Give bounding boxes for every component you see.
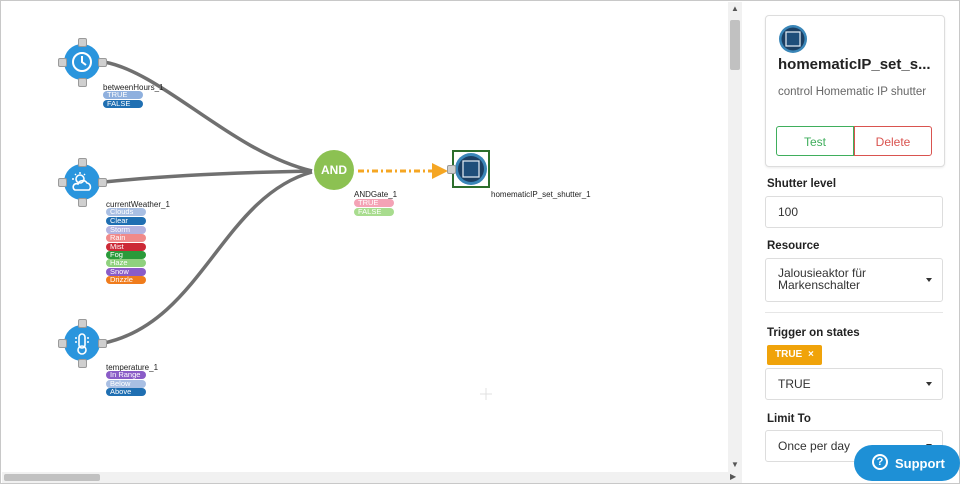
resource-label: Resource xyxy=(767,240,820,252)
delete-button[interactable]: Delete xyxy=(854,126,932,156)
port-right[interactable] xyxy=(98,58,107,67)
state-pill: Clouds xyxy=(106,208,146,216)
homematic-logo-icon xyxy=(779,25,807,53)
resource-select[interactable]: Jalousieaktor für Markenschalter xyxy=(765,258,943,302)
limit-to-value: Once per day xyxy=(778,439,851,453)
scroll-right-icon[interactable]: ▶ xyxy=(730,472,737,481)
temperature-node[interactable] xyxy=(64,325,100,361)
port-bottom[interactable] xyxy=(78,359,87,368)
block-title: homematicIP_set_s... xyxy=(778,56,931,73)
resource-value: Jalousieaktor für Markenschalter xyxy=(778,266,867,292)
connection-wires xyxy=(103,60,448,345)
shutter-node[interactable] xyxy=(452,150,490,188)
support-button[interactable]: ? Support xyxy=(854,445,960,481)
port-left[interactable] xyxy=(447,165,456,174)
port-left[interactable] xyxy=(58,58,67,67)
state-pill: Above xyxy=(106,388,146,396)
scroll-thumb[interactable] xyxy=(730,20,740,70)
wire-between-hours[interactable] xyxy=(103,60,313,173)
properties-panel: homematicIP_set_s... control Homematic I… xyxy=(743,2,958,483)
port-top[interactable] xyxy=(78,158,87,167)
port-right[interactable] xyxy=(98,178,107,187)
current-weather-node[interactable] xyxy=(64,164,100,200)
and-gate-node[interactable]: AND xyxy=(314,150,354,190)
state-pill: Storm xyxy=(106,226,146,234)
state-pill: Haze xyxy=(106,259,146,267)
state-pill: TRUE xyxy=(354,199,394,207)
port-top[interactable] xyxy=(78,319,87,328)
state-pill: In Range xyxy=(106,371,146,379)
shutter-level-value: 100 xyxy=(778,205,799,219)
state-pill: FALSE xyxy=(103,100,143,108)
between-hours-label: betweenHours_1 xyxy=(103,83,164,92)
help-icon: ? xyxy=(872,454,888,470)
current-weather-label: currentWeather_1 xyxy=(106,200,170,209)
block-description: control Homematic IP shutter xyxy=(778,86,927,98)
state-pill: Mist xyxy=(106,243,146,251)
shutter-level-label: Shutter level xyxy=(767,178,837,190)
trigger-value: TRUE xyxy=(778,377,811,391)
between-hours-node[interactable] xyxy=(64,44,100,80)
chevron-down-icon xyxy=(926,382,932,386)
chip-remove-icon[interactable]: × xyxy=(808,349,814,360)
limit-to-label: Limit To xyxy=(767,413,811,425)
port-left[interactable] xyxy=(58,178,67,187)
and-gate-symbol: AND xyxy=(321,163,347,177)
temperature-label: temperature_1 xyxy=(106,363,159,372)
shutter-level-input[interactable]: 100 xyxy=(765,196,943,228)
state-pill: Clear xyxy=(106,217,146,225)
support-label: Support xyxy=(895,456,945,471)
scroll-thumb[interactable] xyxy=(4,474,100,481)
shutter-label: homematicIP_set_shutter_1 xyxy=(491,190,591,199)
state-pill: Snow xyxy=(106,268,146,276)
block-info-card: homematicIP_set_s... control Homematic I… xyxy=(765,15,945,167)
wire-temperature[interactable] xyxy=(103,170,313,345)
state-pill: Fog xyxy=(106,251,146,259)
test-button[interactable]: Test xyxy=(776,126,854,156)
trigger-select[interactable]: TRUE xyxy=(765,368,943,400)
clock-icon xyxy=(72,52,92,72)
port-left[interactable] xyxy=(58,339,67,348)
scroll-up-icon[interactable]: ▲ xyxy=(731,4,739,13)
state-pill: TRUE xyxy=(103,91,143,99)
port-bottom[interactable] xyxy=(78,198,87,207)
homematic-icon xyxy=(455,153,487,185)
chevron-down-icon xyxy=(926,278,932,282)
trigger-chip[interactable]: TRUE × xyxy=(767,345,822,365)
port-right[interactable] xyxy=(98,339,107,348)
port-bottom[interactable] xyxy=(78,78,87,87)
trigger-chip-label: TRUE xyxy=(775,349,803,360)
flow-canvas[interactable]: betweenHours_1 TRUE FALSE currentWeather… xyxy=(2,2,728,472)
state-pill: Drizzle xyxy=(106,276,146,284)
vertical-scrollbar[interactable]: ▲ ▼ xyxy=(728,2,742,472)
wire-output-arrow xyxy=(432,163,448,179)
scroll-down-icon[interactable]: ▼ xyxy=(731,460,739,469)
horizontal-scrollbar[interactable]: ▶ xyxy=(2,472,742,483)
divider xyxy=(765,312,943,313)
port-top[interactable] xyxy=(78,38,87,47)
crosshair-icon xyxy=(480,388,492,400)
weather-icon xyxy=(72,172,92,191)
thermometer-icon xyxy=(75,333,89,355)
and-gate-label: ANDGate_1 xyxy=(354,190,398,199)
trigger-label: Trigger on states xyxy=(767,327,860,339)
state-pill: FALSE xyxy=(354,208,394,216)
state-pill: Below xyxy=(106,380,146,388)
state-pill: Rain xyxy=(106,234,146,242)
wire-current-weather[interactable] xyxy=(103,169,313,184)
